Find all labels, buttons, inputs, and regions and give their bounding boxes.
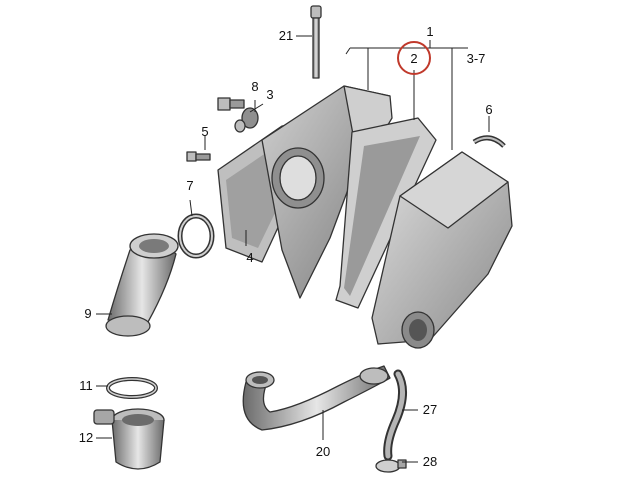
- intake-elbow-9: [105, 233, 179, 337]
- seal-ring-11: [106, 377, 158, 399]
- callout-1: 1: [426, 24, 433, 39]
- connector-12: [93, 408, 165, 470]
- bolt-5: [186, 151, 211, 162]
- callout-11: 11: [79, 378, 93, 393]
- small-hose-27: [383, 369, 407, 461]
- callout-27: 27: [423, 402, 437, 417]
- callout-2: 2: [410, 51, 417, 66]
- clip-6: [472, 135, 506, 148]
- callout-6: 6: [485, 102, 492, 117]
- callout-labels: 1 2 3 3-7 4 5 6 7 8 9 11 12 20 21 27 28: [79, 24, 493, 469]
- callout-28: 28: [423, 454, 437, 469]
- grommet-3: [234, 107, 259, 133]
- callout-7: 7: [186, 178, 193, 193]
- air-box-lower: [371, 151, 513, 349]
- callout-8: 8: [251, 79, 258, 94]
- callout-5: 5: [201, 124, 208, 139]
- intake-hose-20: [242, 365, 391, 431]
- o-ring-7: [177, 213, 215, 259]
- callout-4: 4: [246, 250, 253, 265]
- callout-21: 21: [279, 28, 293, 43]
- callout-9: 9: [84, 306, 91, 321]
- highlight-circle: [397, 41, 431, 75]
- filter-element-2: [335, 117, 437, 309]
- callout-3-7: 3-7: [467, 51, 486, 66]
- callout-3: 3: [266, 87, 273, 102]
- hose-clamp-28: [375, 459, 407, 473]
- callout-12: 12: [79, 430, 93, 445]
- bolt-8: [217, 97, 245, 111]
- leader-lines: [96, 35, 490, 463]
- callout-20: 20: [316, 444, 330, 459]
- long-bolt-21: [310, 5, 322, 79]
